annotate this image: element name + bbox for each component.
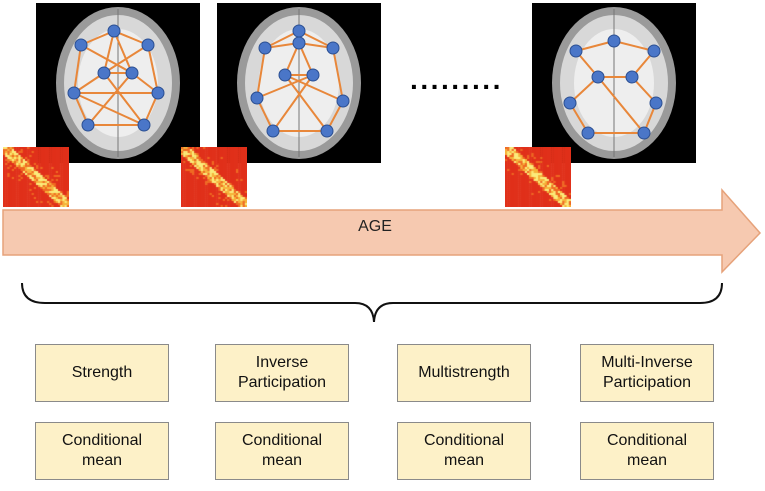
- age-label: AGE: [358, 218, 392, 235]
- connectivity-matrix-2: [181, 147, 247, 207]
- metric-box-multi-inverse-participation: Multi-Inverse Participation: [580, 344, 714, 402]
- metric-box-strength: Strength: [35, 344, 169, 402]
- brain-network-graph-2: [237, 7, 361, 159]
- brain-network-panel-3: [532, 3, 696, 163]
- brain-network-panel-2: [217, 3, 381, 163]
- metric-box-inverse-participation: Inverse Participation: [215, 344, 349, 402]
- statistic-box-1: Conditional mean: [35, 422, 169, 480]
- brain-network-panel-1: [36, 3, 200, 163]
- metric-box-multistrength: Multistrength: [397, 344, 531, 402]
- ellipsis: ·········: [410, 71, 503, 102]
- brain-network-graph-3: [552, 7, 676, 159]
- brain-network-graph-1: [56, 7, 180, 159]
- statistic-box-3: Conditional mean: [397, 422, 531, 480]
- curly-brace: [21, 282, 723, 323]
- connectivity-matrix-3: [505, 147, 571, 207]
- connectivity-matrix-1: [3, 147, 69, 207]
- statistic-box-4: Conditional mean: [580, 422, 714, 480]
- statistic-box-2: Conditional mean: [215, 422, 349, 480]
- age-arrow: [2, 188, 762, 274]
